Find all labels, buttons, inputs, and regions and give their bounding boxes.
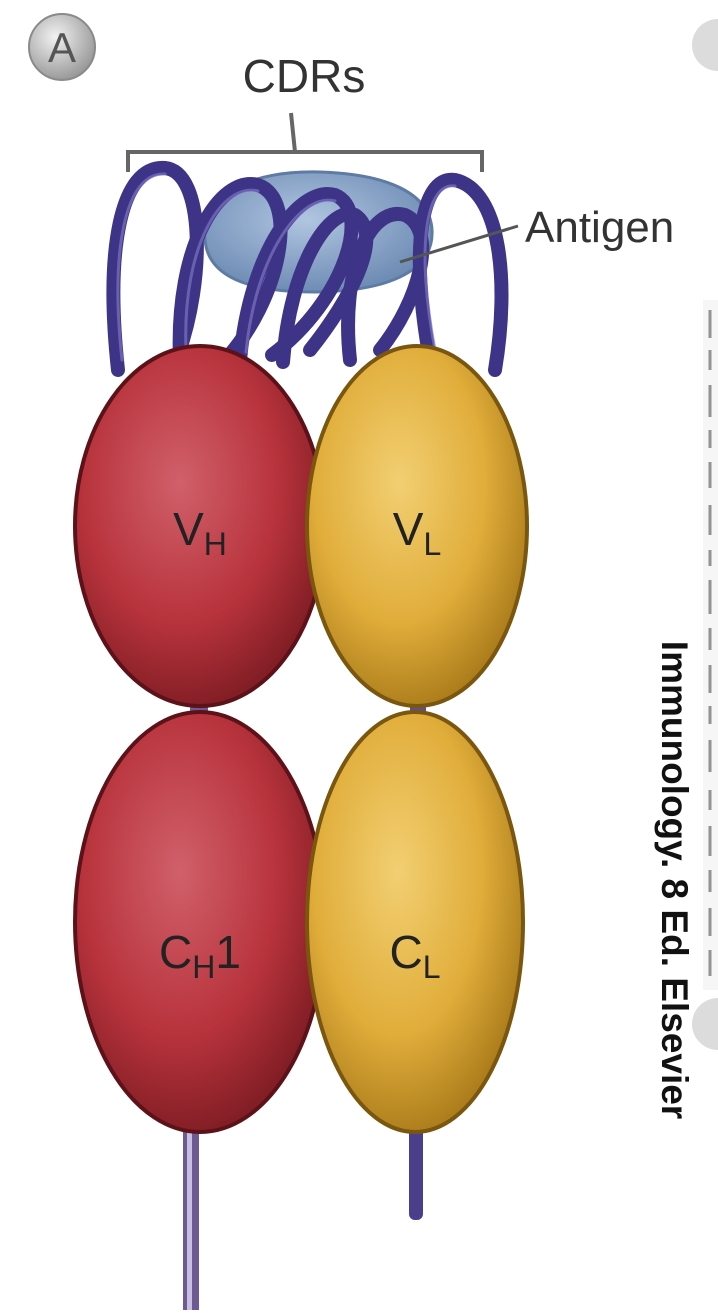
cdr-loops (113, 168, 501, 370)
vh-domain: VH (75, 346, 325, 706)
cropped-badge-top (692, 19, 718, 71)
credit-line-cropped (703, 300, 718, 990)
antigen-label: Antigen (525, 203, 674, 252)
cdrs-bracket (128, 113, 482, 172)
credit-line-1: Immunology. 8 Ed. Elsevier (654, 641, 695, 1119)
cl-domain: CL (307, 712, 523, 1132)
ch1-domain: CH1 (75, 712, 325, 1132)
panel-badge: A (29, 14, 95, 80)
cdrs-label: CDRs (243, 50, 366, 102)
vl-domain: VL (307, 346, 527, 706)
credit-text: Immunology. 8 Ed. Elsevier (654, 641, 695, 1119)
light-chain-tail (409, 1120, 423, 1220)
panel-letter: A (48, 24, 76, 71)
